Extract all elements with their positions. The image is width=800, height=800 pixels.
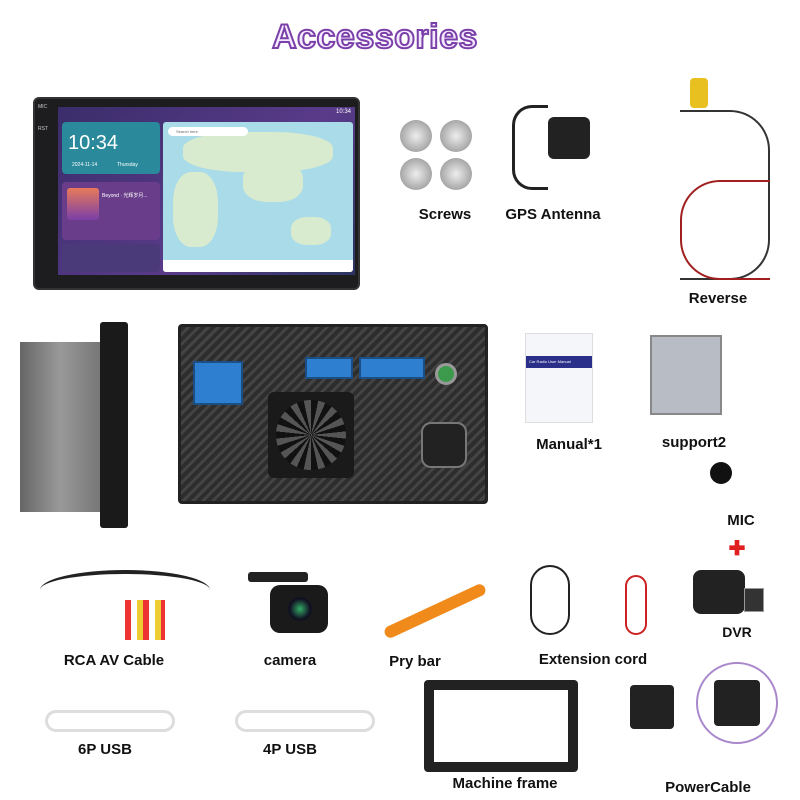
usb-4p-label: 4P USB: [263, 741, 317, 758]
apps-widget: [62, 244, 160, 272]
dvr-image: [693, 570, 745, 614]
clock-date: 2024-11-14: [72, 162, 98, 168]
pry-bar-label: Pry bar: [389, 653, 441, 670]
song-title: Beyond · 光辉岁月...: [102, 193, 148, 199]
map-search: Search here: [168, 127, 248, 136]
status-time: 10:34: [336, 109, 352, 115]
gps-cable: [512, 105, 548, 190]
manual-cover-title: Car Radio User Manual: [526, 356, 592, 368]
sd-card-image: [744, 588, 764, 612]
pry-bar-image: [382, 582, 488, 640]
page-title: Accessories: [271, 17, 478, 57]
fan-image: [268, 392, 354, 478]
usb-6p-label: 6P USB: [78, 741, 132, 758]
reverse-cable-image: [690, 78, 708, 108]
screws-label: Screws: [418, 206, 472, 223]
map-widget: Search here: [163, 122, 353, 272]
manual-image: Car Radio User Manual: [525, 333, 593, 423]
gps-antenna-image: [548, 117, 590, 159]
unit-side-view: [20, 322, 130, 528]
reverse-label: Reverse: [688, 290, 748, 307]
camera-label: camera: [263, 652, 317, 669]
rca-cable-image: [40, 570, 210, 610]
clock-weekday: Thursday: [117, 162, 138, 168]
mic-label: MIC: [38, 104, 48, 110]
power-connector-image: [630, 685, 674, 729]
rca-label: RCA AV Cable: [63, 652, 165, 669]
dvr-label: DVR: [722, 624, 752, 640]
plus-icon: ✚: [728, 538, 746, 560]
mic-image: [710, 462, 732, 484]
machine-frame-image: [424, 680, 578, 772]
extension-cord-label: Extension cord: [538, 651, 648, 668]
clock-widget: 10:34 2024-11-14 Thursday: [62, 122, 160, 174]
usb-4p-image: [235, 710, 375, 732]
support-bracket-image: [650, 335, 722, 415]
album-art: [67, 188, 99, 220]
usb-6p-image: [45, 710, 175, 732]
mic-label-product: MIC: [727, 512, 755, 529]
gps-antenna-label: GPS Antenna: [505, 206, 601, 223]
music-widget: Beyond · 光辉岁月...: [62, 182, 160, 240]
rst-label: RST: [38, 126, 48, 132]
screws-image: [398, 118, 478, 198]
machine-frame-label: Machine frame: [452, 775, 558, 792]
power-cable-label: PowerCable: [665, 779, 751, 796]
extension-cord-image: [530, 565, 570, 635]
iso-connector-image: [714, 680, 760, 726]
camera-image: [270, 585, 328, 633]
support-label: support2: [661, 434, 727, 451]
clock-time: 10:34: [68, 132, 119, 154]
manual-label: Manual*1: [536, 436, 602, 453]
